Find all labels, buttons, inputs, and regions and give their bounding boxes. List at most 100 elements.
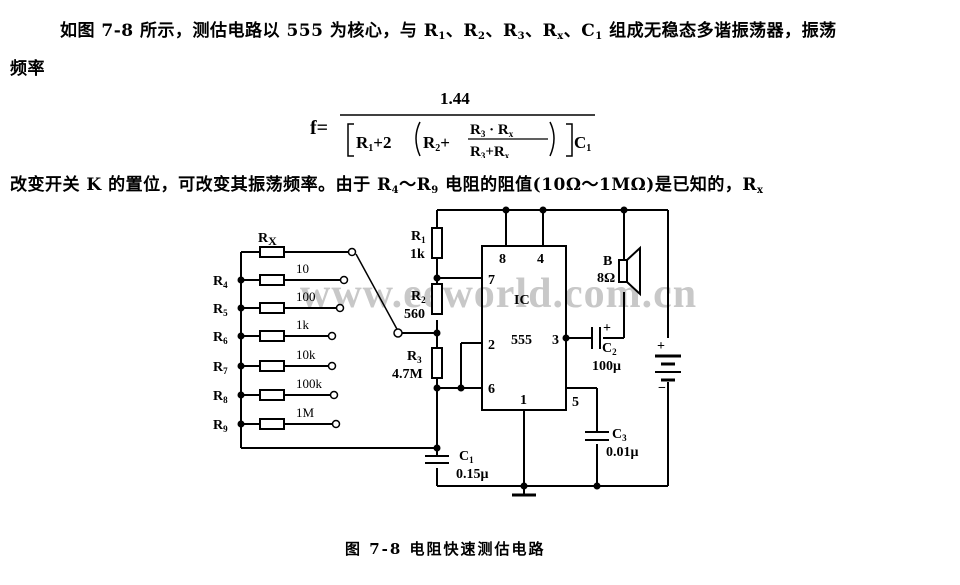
capacitor-c1 [425,455,449,464]
sub: x [756,185,764,196]
switch-contact-r9[interactable] [331,419,341,429]
label-rx: RX [258,231,277,248]
switch-contact-r4[interactable] [339,275,349,285]
label-r4: R4 [213,274,228,290]
junction-dots [433,206,628,490]
switch-contact-r5[interactable] [335,303,345,313]
switch-row-r5 [237,302,345,314]
explain-text: 改变开关 K 的置位，可改变其振荡频率。由于 R [10,175,392,195]
r3-value: 4.7M [392,367,423,382]
resistor-r7 [259,360,285,372]
c2-label: C2 [602,341,617,357]
resistor-r5 [259,302,285,314]
speaker-label: B [603,254,612,269]
switch-row-rx [241,246,357,258]
resistor-r3 [431,347,443,379]
speaker-value: 8Ω [597,271,615,286]
formula-denominator: R1+2 R2+ R3 · Rx R3+Rx C1 [347,121,591,158]
c1-value: 0.15μ [456,467,489,482]
frequency-formula: f= 1.44 R1+2 R2+ R3 · Rx R3+Rx C1 [310,89,595,158]
sub: x [557,31,564,42]
sub: 2 [478,31,486,42]
intro-tail: 组成无稳态多谐振荡器，振荡 [602,21,837,41]
battery-icon [655,354,681,382]
switch-row-r7 [237,360,337,372]
switch-contact-r7[interactable] [327,361,337,371]
battery-plus: + [657,339,665,354]
resistor-r6 [259,330,285,342]
paragraph-explanation: 改变开关 K 的置位，可改变其振荡频率。由于 R4～R9 电阻的阻值(10Ω～1… [10,170,763,196]
sub: 3 [517,31,526,42]
svg-text:R2+: R2+ [423,133,450,154]
switch-row-r6 [237,330,337,342]
explain-text: ～R [399,175,432,195]
resistor-r8 [259,389,285,401]
switch-contact-r8[interactable] [329,390,339,400]
value-r5: 100 [296,289,316,304]
explain-text: 电阻的阻值(10Ω～1MΩ)是已知的，R [438,175,757,195]
switch-row-r4 [237,274,349,286]
battery-minus: − [658,381,666,396]
resistor-r4 [259,274,285,286]
sub: 4 [391,185,400,196]
c2-value: 100μ [592,359,621,374]
svg-text:R1+2: R1+2 [356,133,391,154]
switch-row-r8 [237,389,339,401]
sep: 、C [563,21,596,41]
value-r4: 10 [296,261,309,276]
pin-6: 6 [488,382,495,397]
c3-value: 0.01μ [606,445,639,460]
pin-1: 1 [520,393,527,408]
value-r7: 10k [296,347,316,362]
resistor-r1 [431,227,443,259]
switch-common-terminal [393,328,403,338]
pin-3: 3 [552,333,559,348]
label-r7: R7 [213,360,228,376]
resistor-r9 [259,418,285,430]
junction-dot [237,362,245,370]
figure-caption: 图 7-8 电阻快速测估电路 [345,540,546,558]
r2-value: 560 [404,307,425,322]
ic-part-number: 555 [511,333,532,348]
switch-resistor-bank [237,246,357,430]
intro-text: 如图 7-8 所示，测估电路以 555 为核心，与 R [60,21,439,41]
pin-5: 5 [572,395,579,410]
speaker-icon [618,245,641,297]
value-r6: 1k [296,317,310,332]
pin-4: 4 [537,252,544,267]
sep: 、R [525,21,558,41]
label-r8: R8 [213,389,228,405]
switch-contact-rx[interactable] [347,247,357,257]
junction-dot [237,420,245,428]
r1-label: R1 [411,229,426,245]
c1-label: C1 [459,449,474,465]
capacitor-c2 [591,327,601,349]
value-r9: 1M [296,405,315,420]
r2-label: R2 [411,289,426,305]
sub: 9 [431,185,439,196]
pin-8: 8 [499,252,506,267]
junction-dot [237,276,245,284]
c2-plus: + [603,321,611,336]
c3-label: C3 [612,427,627,443]
value-r8: 100k [296,376,323,391]
r3-label: R3 [407,349,422,365]
svg-text:R3+Rx: R3+Rx [470,144,510,158]
selector-switch-arm[interactable] [355,253,399,332]
junction-dot [237,332,245,340]
r1-value: 1k [410,247,425,262]
switch-contact-r6[interactable] [327,331,337,341]
sep: 、R [445,21,479,41]
paragraph-intro: 如图 7-8 所示，测估电路以 555 为核心，与 R1、R2、R3、Rx、C1… [60,16,837,42]
wires [240,209,669,497]
formula-numerator: 1.44 [440,89,470,108]
ic-label: IC [514,293,530,308]
resistor-r2 [431,283,443,315]
pin-2: 2 [488,338,495,353]
paragraph-intro-line2: 频率 [10,59,45,79]
junction-dot [237,391,245,399]
sep: 、R [485,21,518,41]
switch-row-r9 [237,418,341,430]
